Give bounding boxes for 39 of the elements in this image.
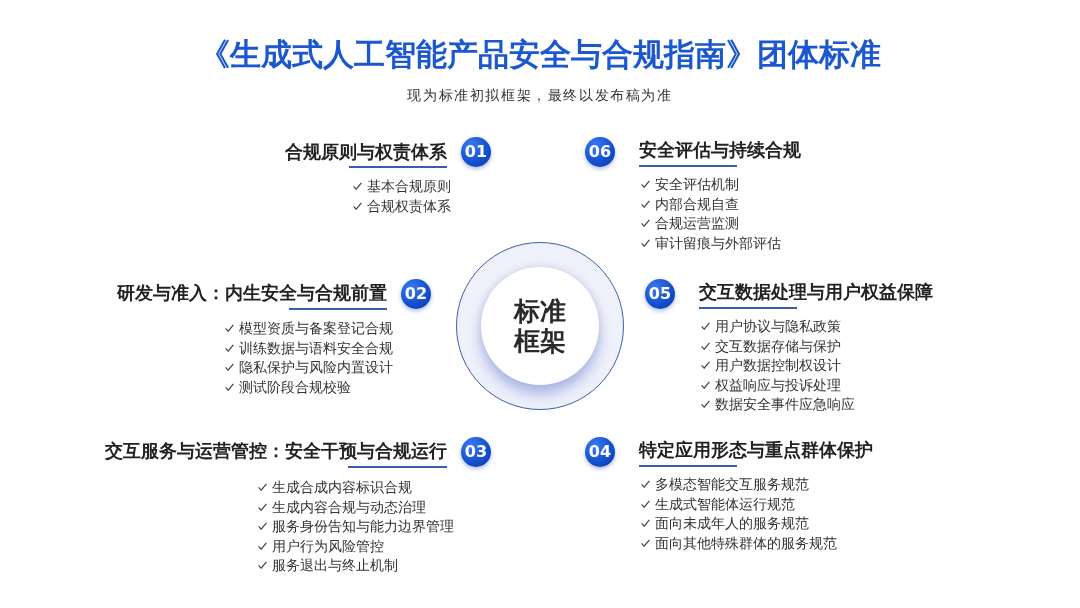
list-item: 训练数据与语料安全合规 [239, 338, 393, 357]
list-item: 服务退出与终止机制 [272, 556, 398, 575]
section-heading: 研发与准入：内生安全与合规前置 [117, 281, 387, 305]
number-badge: 06 [585, 137, 615, 167]
section-heading: 安全评估与持续合规 [639, 138, 801, 162]
list-item: 交互数据存储与保护 [715, 336, 841, 355]
list-item: 生成式智能体运行规范 [655, 494, 795, 513]
section-heading: 特定应用形态与重点群体保护 [639, 438, 873, 462]
subtitle: 现为标准初拟框架，最终以发布稿为准 [406, 86, 674, 105]
section-heading: 交互服务与运营管控：安全干预与合规运行 [105, 439, 447, 463]
list-item: 内部合规自查 [655, 194, 739, 213]
number-badge: 03 [461, 437, 491, 467]
list-item: 隐私保护与风险内置设计 [239, 358, 393, 377]
list-item: 审计留痕与外部评估 [655, 233, 781, 252]
section-heading: 合规原则与权责体系 [285, 140, 447, 164]
title: 《生成式人工智能产品安全与合规指南》团体标准 [198, 35, 882, 74]
list-item: 基本合规原则 [367, 177, 451, 195]
list-item: 服务身份告知与能力边界管理 [272, 517, 454, 536]
list-item: 合规权责体系 [367, 197, 451, 215]
list-item: 生成合成内容标识合规 [272, 478, 412, 496]
list-item: 安全评估机制 [655, 175, 739, 193]
list-item: 测试阶段合规校验 [239, 378, 351, 397]
list-item: 用户协议与隐私政策 [715, 317, 841, 335]
number-badge: 04 [585, 437, 615, 467]
list-item: 合规运营监测 [655, 214, 739, 232]
list-item: 生成内容合规与动态治理 [272, 497, 426, 516]
section-heading: 交互数据处理与用户权益保障 [699, 280, 933, 304]
list-item: 用户行为风险管控 [272, 536, 384, 555]
number-badge: 02 [401, 279, 431, 309]
number-badge: 05 [645, 279, 675, 309]
list-item: 面向未成年人的服务规范 [655, 514, 809, 532]
number-badge: 01 [461, 137, 491, 167]
list-item: 多模态智能交互服务规范 [655, 475, 809, 493]
list-item: 模型资质与备案登记合规 [239, 319, 393, 337]
list-item: 权益响应与投诉处理 [715, 375, 841, 394]
list-item: 数据安全事件应急响应 [715, 395, 855, 413]
center-label: 标准框架 [512, 296, 567, 356]
list-item: 用户数据控制权设计 [715, 356, 841, 374]
list-item: 面向其他特殊群体的服务规范 [655, 533, 837, 552]
